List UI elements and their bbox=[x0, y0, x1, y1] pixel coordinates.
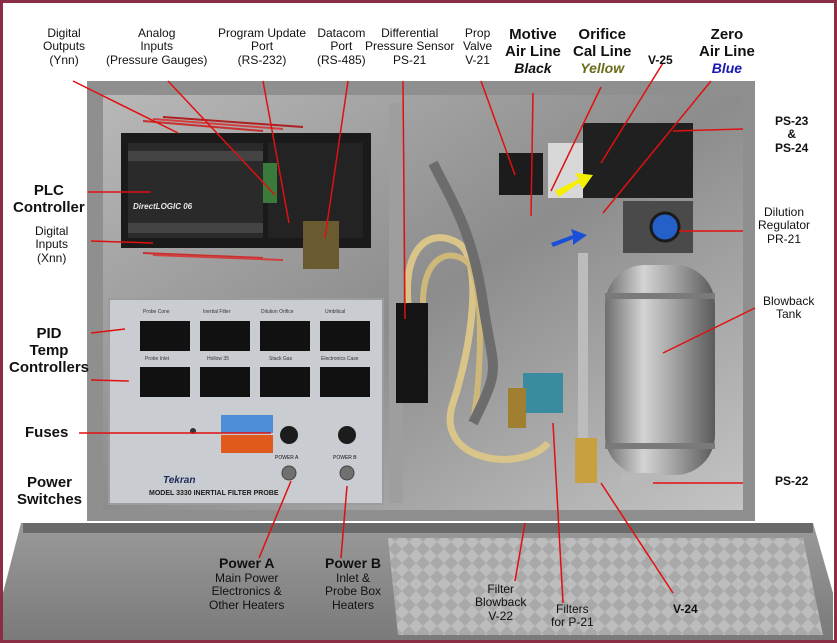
plc-wiring-top bbox=[142, 116, 304, 132]
tan-tubing bbox=[403, 234, 551, 463]
label-fuses: Fuses bbox=[25, 424, 69, 441]
plc-brand-text: DirectLOGIC 06 bbox=[133, 202, 193, 211]
controller-label-5: Probe Inlet bbox=[145, 356, 170, 362]
controller-label-3: Dilution Orifice bbox=[261, 309, 294, 315]
label-v25: V-25 bbox=[648, 53, 673, 67]
differential-pressure-sensor bbox=[396, 303, 428, 403]
controller-label-4: Umbilical bbox=[325, 309, 346, 315]
plc-wiring-bottom bbox=[142, 252, 284, 261]
wire-bundle bbox=[428, 160, 498, 426]
lid-insulation bbox=[388, 538, 823, 635]
label-v24: V-24 bbox=[673, 602, 698, 616]
brand-text: Tekran bbox=[163, 475, 196, 486]
label-ps23-ps24: PS-23&PS-24 bbox=[775, 114, 809, 155]
controller-label-7: Stack Gas bbox=[269, 356, 293, 362]
power-switch-b bbox=[339, 465, 355, 481]
leader-lines bbox=[72, 62, 756, 604]
model-text: MODEL 3330 INERTIAL FILTER PROBE bbox=[149, 490, 279, 497]
info-label bbox=[221, 415, 273, 433]
yellow-arrow bbox=[555, 173, 593, 197]
equipment-photo bbox=[3, 62, 833, 640]
blue-arrow bbox=[551, 229, 587, 247]
fuse-a bbox=[280, 426, 298, 444]
controller-label-8: Electronics Case bbox=[321, 356, 359, 362]
power-b-switch-text: POWER B bbox=[333, 455, 357, 461]
label-ps22: PS-22 bbox=[775, 474, 809, 488]
power-switch-a bbox=[281, 465, 297, 481]
prop-valve bbox=[499, 153, 543, 195]
blue-line-text: Blue bbox=[711, 59, 743, 76]
controller-row-2 bbox=[140, 367, 370, 397]
vertical-pipe bbox=[578, 253, 588, 443]
fuse-b bbox=[338, 426, 356, 444]
controller-label-6: Hollow 35 bbox=[207, 356, 229, 362]
power-a-switch-text: POWER A bbox=[275, 455, 299, 461]
controller-label-2: Inertial Filter bbox=[203, 309, 231, 315]
blowback-tank bbox=[605, 265, 715, 475]
controller-row-1 bbox=[140, 321, 370, 351]
controller-label-1: Probe Cone bbox=[143, 309, 170, 315]
yellow-line-text: Yellow bbox=[580, 59, 625, 76]
